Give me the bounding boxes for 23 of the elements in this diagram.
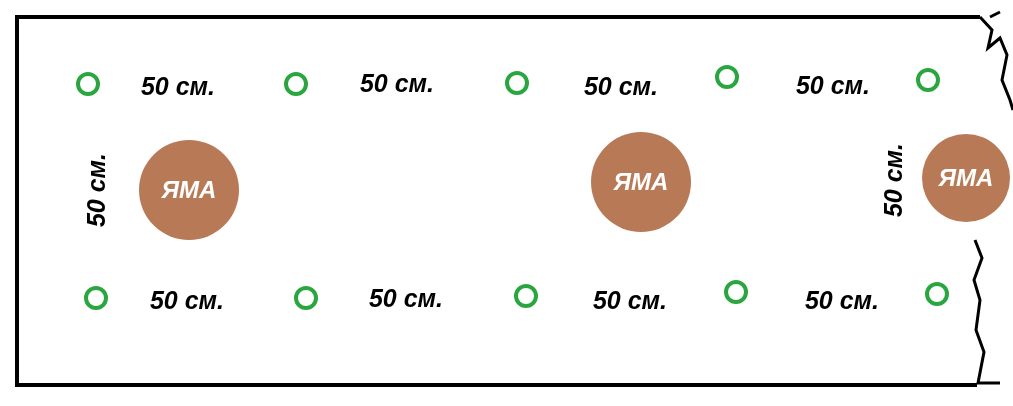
seedling-hole [514, 284, 538, 308]
seedling-hole [284, 72, 308, 96]
distance-label: 50 см. [878, 142, 908, 218]
seedling-hole [505, 71, 529, 95]
distance-label: 50 см. [368, 283, 444, 313]
seedling-hole [715, 65, 739, 89]
distance-label: 50 см. [592, 285, 668, 315]
distance-label: 50 см. [359, 68, 435, 98]
pit-label: ЯМА [938, 164, 994, 192]
seedling-hole [76, 72, 100, 96]
distance-label: 50 см. [795, 70, 871, 100]
seedling-hole [916, 68, 940, 92]
distance-label: 50 см. [149, 285, 225, 315]
distance-label: 50 см. [804, 285, 880, 315]
seedling-hole [925, 282, 949, 306]
pit-label: ЯМА [613, 168, 669, 196]
distance-label: 50 см. [140, 71, 216, 101]
seedling-hole [724, 280, 748, 304]
distance-label: 50 см. [81, 152, 111, 228]
pit-label: ЯМА [161, 176, 217, 204]
seedling-hole [84, 286, 108, 310]
distance-label: 50 см. [583, 71, 659, 101]
seedling-hole [294, 286, 318, 310]
